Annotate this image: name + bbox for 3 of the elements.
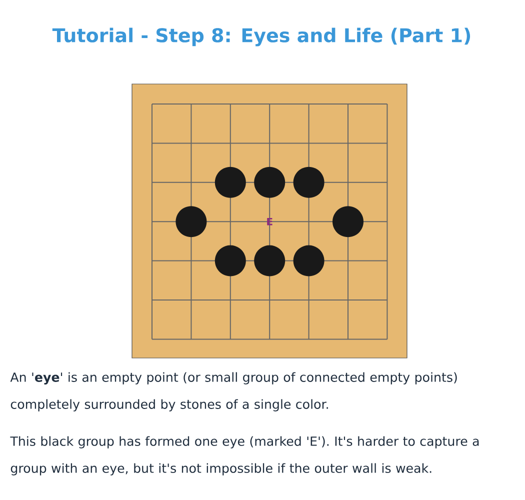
title: Tutorial - Step 8: Eyes and Life (Part 1)	[52, 28, 470, 46]
paragraph: An 'eye' is an empty point (or small group of connected empty points) completely surrounded by stones of a single color.	[10, 372, 457, 412]
paragraph: This black group has formed one eye (marked 'E'). It's harder to capture a group with an eye, but it's not impossible if the outer wall is weak.	[10, 436, 479, 476]
